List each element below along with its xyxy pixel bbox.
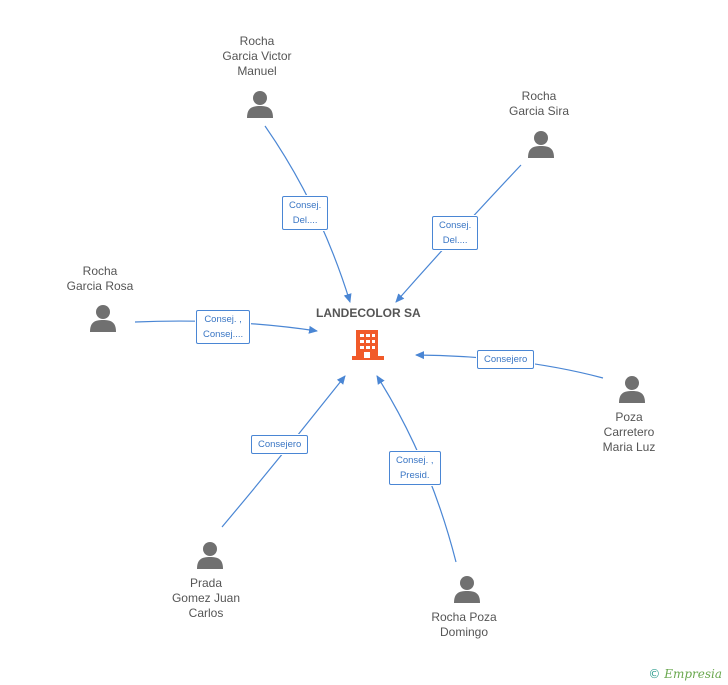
empresia-logo[interactable]: © Empresia bbox=[648, 667, 722, 681]
brand-name: Empresia bbox=[664, 667, 722, 681]
person-icon[interactable] bbox=[195, 540, 225, 570]
person-icon[interactable] bbox=[526, 129, 556, 159]
edge-label-prada-gomez-juan-carlos[interactable]: Consejero bbox=[251, 435, 309, 454]
person-icon[interactable] bbox=[617, 374, 647, 404]
building-icon[interactable] bbox=[351, 328, 385, 362]
copyright-icon: © bbox=[648, 667, 661, 681]
person-name-rocha-garcia-rosa[interactable]: Rocha Garcia Rosa bbox=[66, 264, 134, 293]
edge-label-poza-carretero-maria-luz[interactable]: Consejero bbox=[477, 350, 535, 369]
person-name-rocha-poza-domingo[interactable]: Rocha Poza Domingo bbox=[431, 610, 497, 639]
person-icon[interactable] bbox=[88, 303, 118, 333]
company-name[interactable]: LANDECOLOR SA bbox=[316, 306, 421, 320]
person-icon[interactable] bbox=[452, 574, 482, 604]
edge-label-rocha-garcia-sira[interactable]: Consej. Del.... bbox=[432, 216, 479, 250]
edge-label-rocha-garcia-rosa[interactable]: Consej. , Consej.... bbox=[196, 310, 251, 344]
person-name-prada-gomez-juan-carlos[interactable]: Prada Gomez Juan Carlos bbox=[171, 576, 241, 620]
person-name-rocha-garcia-victor-manuel[interactable]: Rocha Garcia Victor Manuel bbox=[222, 34, 292, 78]
person-icon[interactable] bbox=[245, 89, 275, 119]
edge-label-rocha-poza-domingo[interactable]: Consej. , Presid. bbox=[389, 451, 441, 485]
edge-label-rocha-garcia-victor-manuel[interactable]: Consej. Del.... bbox=[282, 196, 329, 230]
person-name-rocha-garcia-sira[interactable]: Rocha Garcia Sira bbox=[508, 89, 570, 118]
person-name-poza-carretero-maria-luz[interactable]: Poza Carretero Maria Luz bbox=[602, 410, 656, 454]
